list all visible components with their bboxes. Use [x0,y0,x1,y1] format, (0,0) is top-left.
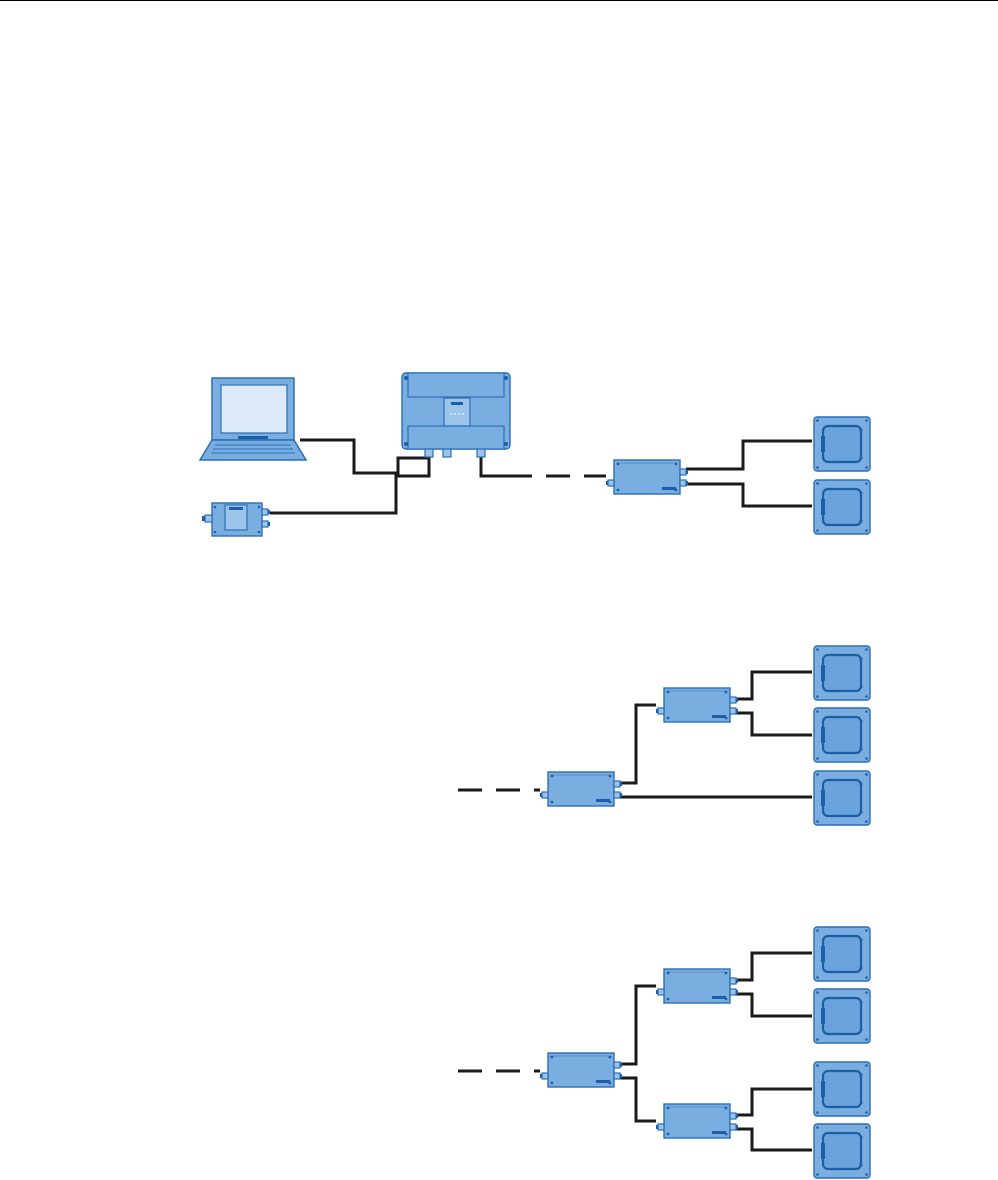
cable-upper-splitter-to-antenna-1 [736,953,812,980]
cable-lower-splitter-to-antenna-3 [736,1089,812,1115]
splitter-icon [540,772,622,806]
antenna-icon [814,989,870,1043]
cable-splitter-to-upper-splitter [620,986,656,1064]
antenna-icon [814,927,870,981]
cable-lower-splitter-to-antenna-4 [736,1129,812,1150]
config-2 [458,646,870,825]
antenna-icon [814,708,870,762]
cable-splitter-to-antenna-2 [686,484,812,506]
config-3 [458,927,870,1178]
splitter-icon [606,460,688,494]
cable-splitter-to-splitter [620,705,656,783]
antenna-icon [814,771,870,825]
cable-upper-splitter-to-antenna-2 [736,994,812,1016]
antenna-icon [814,480,870,534]
splitter-icon [656,688,738,722]
cable-splitter-to-antenna-1 [686,441,812,469]
laptop-icon [200,378,306,460]
antenna-icon [814,417,870,471]
antenna-icon [814,1062,870,1116]
handheld-terminal-icon [202,503,270,536]
cable-splitter-to-lower-splitter [620,1078,656,1121]
config-1 [200,373,870,536]
splitter-icon [656,969,738,1003]
splitter-icon [656,1104,738,1138]
antenna-icon [814,1124,870,1178]
cable-splitter-to-antenna-1 [736,672,812,699]
cable-terminal-to-controller [270,458,429,513]
cable-splitter-to-antenna-2 [736,713,812,735]
antenna-icon [814,646,870,700]
reader-controller-icon [402,373,510,457]
splitter-icon [540,1053,622,1087]
